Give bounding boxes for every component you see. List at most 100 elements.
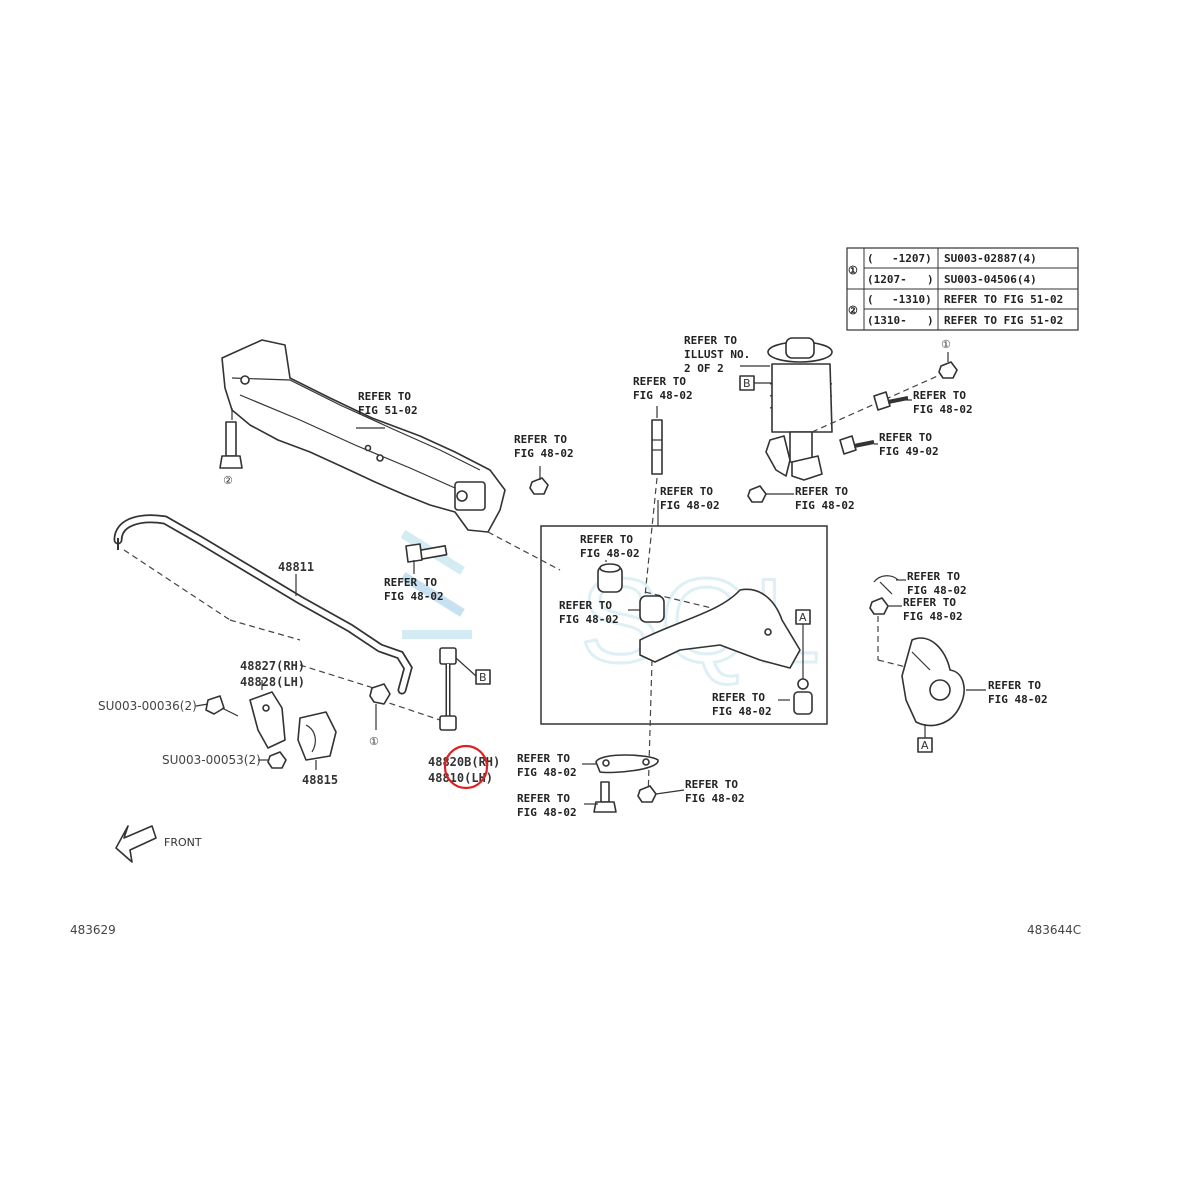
marker-circle2-left: ② — [223, 474, 233, 487]
marker-box-b-link-text: B — [479, 671, 487, 684]
bracket-nut — [267, 751, 287, 769]
illustration-number-left: 483629 — [70, 923, 116, 937]
knuckle-refer-fig: FIG 48-02 — [988, 693, 1048, 706]
part-link-lh: 48810(LH) — [428, 771, 493, 785]
lower-nut — [637, 785, 657, 803]
ball-joint — [793, 678, 813, 715]
lower-arm — [639, 588, 801, 669]
crossmember-refer-fig: FIG 51-02 — [358, 404, 418, 417]
front-arrow-icon — [115, 825, 157, 863]
strut-assembly — [765, 337, 833, 481]
crossmember-nut — [529, 477, 549, 495]
balljoint-refer-fig: FIG 48-02 — [712, 705, 772, 718]
table-row4-range-b: ) — [927, 314, 934, 327]
bar-end-nut — [369, 683, 391, 705]
strut-bolt2-refer-label: REFER TO — [879, 431, 932, 444]
lower-arm-refer-fig: FIG 48-02 — [517, 766, 577, 779]
crossmember-bolt-left — [219, 421, 243, 469]
lower-link-plate — [595, 754, 659, 774]
table-row4-range-a: (1310- — [867, 314, 907, 327]
knuckle-pin-refer-label: REFER TO — [907, 570, 960, 583]
part-stabilizer-bar: 48811 — [278, 560, 314, 574]
part-link-rh: 48820B(RH) — [428, 755, 500, 769]
front-label: FRONT — [164, 836, 202, 849]
part-nut-code: SU003-00053(2) — [162, 753, 261, 767]
arm-bushing-refer-fig: FIG 48-02 — [559, 613, 619, 626]
center-bolt-refer-fig: FIG 48-02 — [384, 590, 444, 603]
marker-box-a-arm-text: A — [799, 611, 807, 624]
center-bolt — [405, 543, 448, 563]
strut-bolt-lower — [839, 435, 875, 455]
arm-bushing — [597, 563, 623, 593]
stabilizer-bushing — [297, 711, 337, 761]
arm-box-refer-label: REFER TO — [660, 485, 713, 498]
illustration-number-right: 483644C — [1027, 923, 1081, 937]
lower-arm-box — [540, 525, 828, 725]
stud-bolt — [651, 419, 663, 475]
highlight-circle — [443, 744, 489, 790]
steering-knuckle — [901, 637, 965, 727]
knuckle-nut-refer-fig: FIG 48-02 — [903, 610, 963, 623]
bracket-bolt — [205, 695, 239, 717]
lower-bolt — [593, 781, 617, 813]
lower-nut-refer-fig: FIG 48-02 — [685, 792, 745, 805]
part-bracket-rh: 48827(RH) — [240, 659, 305, 673]
bushing-refer-label: REFER TO — [580, 533, 633, 546]
table-row2-range-b: ) — [927, 273, 934, 286]
table-row3-range-a: ( — [867, 293, 874, 306]
balljoint-refer-label: REFER TO — [712, 691, 765, 704]
marker-circle1-strut: ① — [941, 338, 951, 351]
strut-illust-1: ILLUST NO. — [684, 348, 750, 361]
stabilizer-bar — [113, 514, 413, 695]
stud-refer-fig: FIG 48-02 — [633, 389, 693, 402]
strut-refer-label: REFER TO — [684, 334, 737, 347]
marker-box-a-knuckle-text: A — [921, 739, 929, 752]
table-row2-range-a: (1207- — [867, 273, 907, 286]
crossmember-nut-refer-fig: FIG 48-02 — [514, 447, 574, 460]
part-bolt-code: SU003-00036(2) — [98, 699, 197, 713]
lower-arm-refer-label: REFER TO — [517, 752, 570, 765]
strut-nut — [747, 485, 767, 503]
strut-bolt-refer-fig: FIG 48-02 — [913, 403, 973, 416]
marker-circle1-bar: ① — [369, 735, 379, 748]
center-bolt-refer-label: REFER TO — [384, 576, 437, 589]
crossmember-refer-label: REFER TO — [358, 390, 411, 403]
bushing-refer-fig: FIG 48-02 — [580, 547, 640, 560]
table-row4-part: REFER TO FIG 51-02 — [944, 314, 1063, 327]
table-row3-part: REFER TO FIG 51-02 — [944, 293, 1063, 306]
table-row1-range-a: ( — [867, 252, 874, 265]
table-group-2: ② — [848, 304, 858, 317]
strut-illust-2: 2 OF 2 — [684, 362, 724, 375]
strut-bolt-upper — [873, 391, 909, 411]
arm-bushing-refer-label: REFER TO — [559, 599, 612, 612]
marker-box-b-link — [475, 669, 491, 685]
knuckle-pin — [873, 575, 899, 595]
strut-top-nut — [938, 361, 958, 379]
lower-nut-refer-label: REFER TO — [685, 778, 738, 791]
stud-refer-label: REFER TO — [633, 375, 686, 388]
lower-bolt-refer-fig: FIG 48-02 — [517, 806, 577, 819]
bolt-spec-table: ① ( -1207) SU003-02887(4) (1207- ) SU003… — [846, 247, 1079, 331]
crossmember — [221, 339, 506, 533]
strut-bolt2-refer-fig: FIG 49-02 — [879, 445, 939, 458]
stabilizer-link — [439, 647, 477, 731]
table-row2-part: SU003-04506(4) — [944, 273, 1037, 286]
part-bracket-lh: 48828(LH) — [240, 675, 305, 689]
table-row1-range-b: -1207) — [892, 252, 932, 265]
lower-bolt-refer-label: REFER TO — [517, 792, 570, 805]
strut-nut-refer-label: REFER TO — [795, 485, 848, 498]
strut-nut-refer-fig: FIG 48-02 — [795, 499, 855, 512]
stabilizer-bracket — [249, 691, 286, 749]
marker-box-a-knuckle — [917, 737, 933, 753]
strut-bolt-refer-label: REFER TO — [913, 389, 966, 402]
knuckle-nut-refer-label: REFER TO — [903, 596, 956, 609]
table-group-1: ① — [848, 264, 858, 277]
arm-box-refer-fig: FIG 48-02 — [660, 499, 720, 512]
knuckle-pin-refer-fig: FIG 48-02 — [907, 584, 967, 597]
table-row3-range-b: -1310) — [892, 293, 932, 306]
crossmember-nut-refer-label: REFER TO — [514, 433, 567, 446]
marker-box-b-strut-text: B — [743, 377, 751, 390]
knuckle-nut — [869, 597, 889, 615]
knuckle-refer-label: REFER TO — [988, 679, 1041, 692]
